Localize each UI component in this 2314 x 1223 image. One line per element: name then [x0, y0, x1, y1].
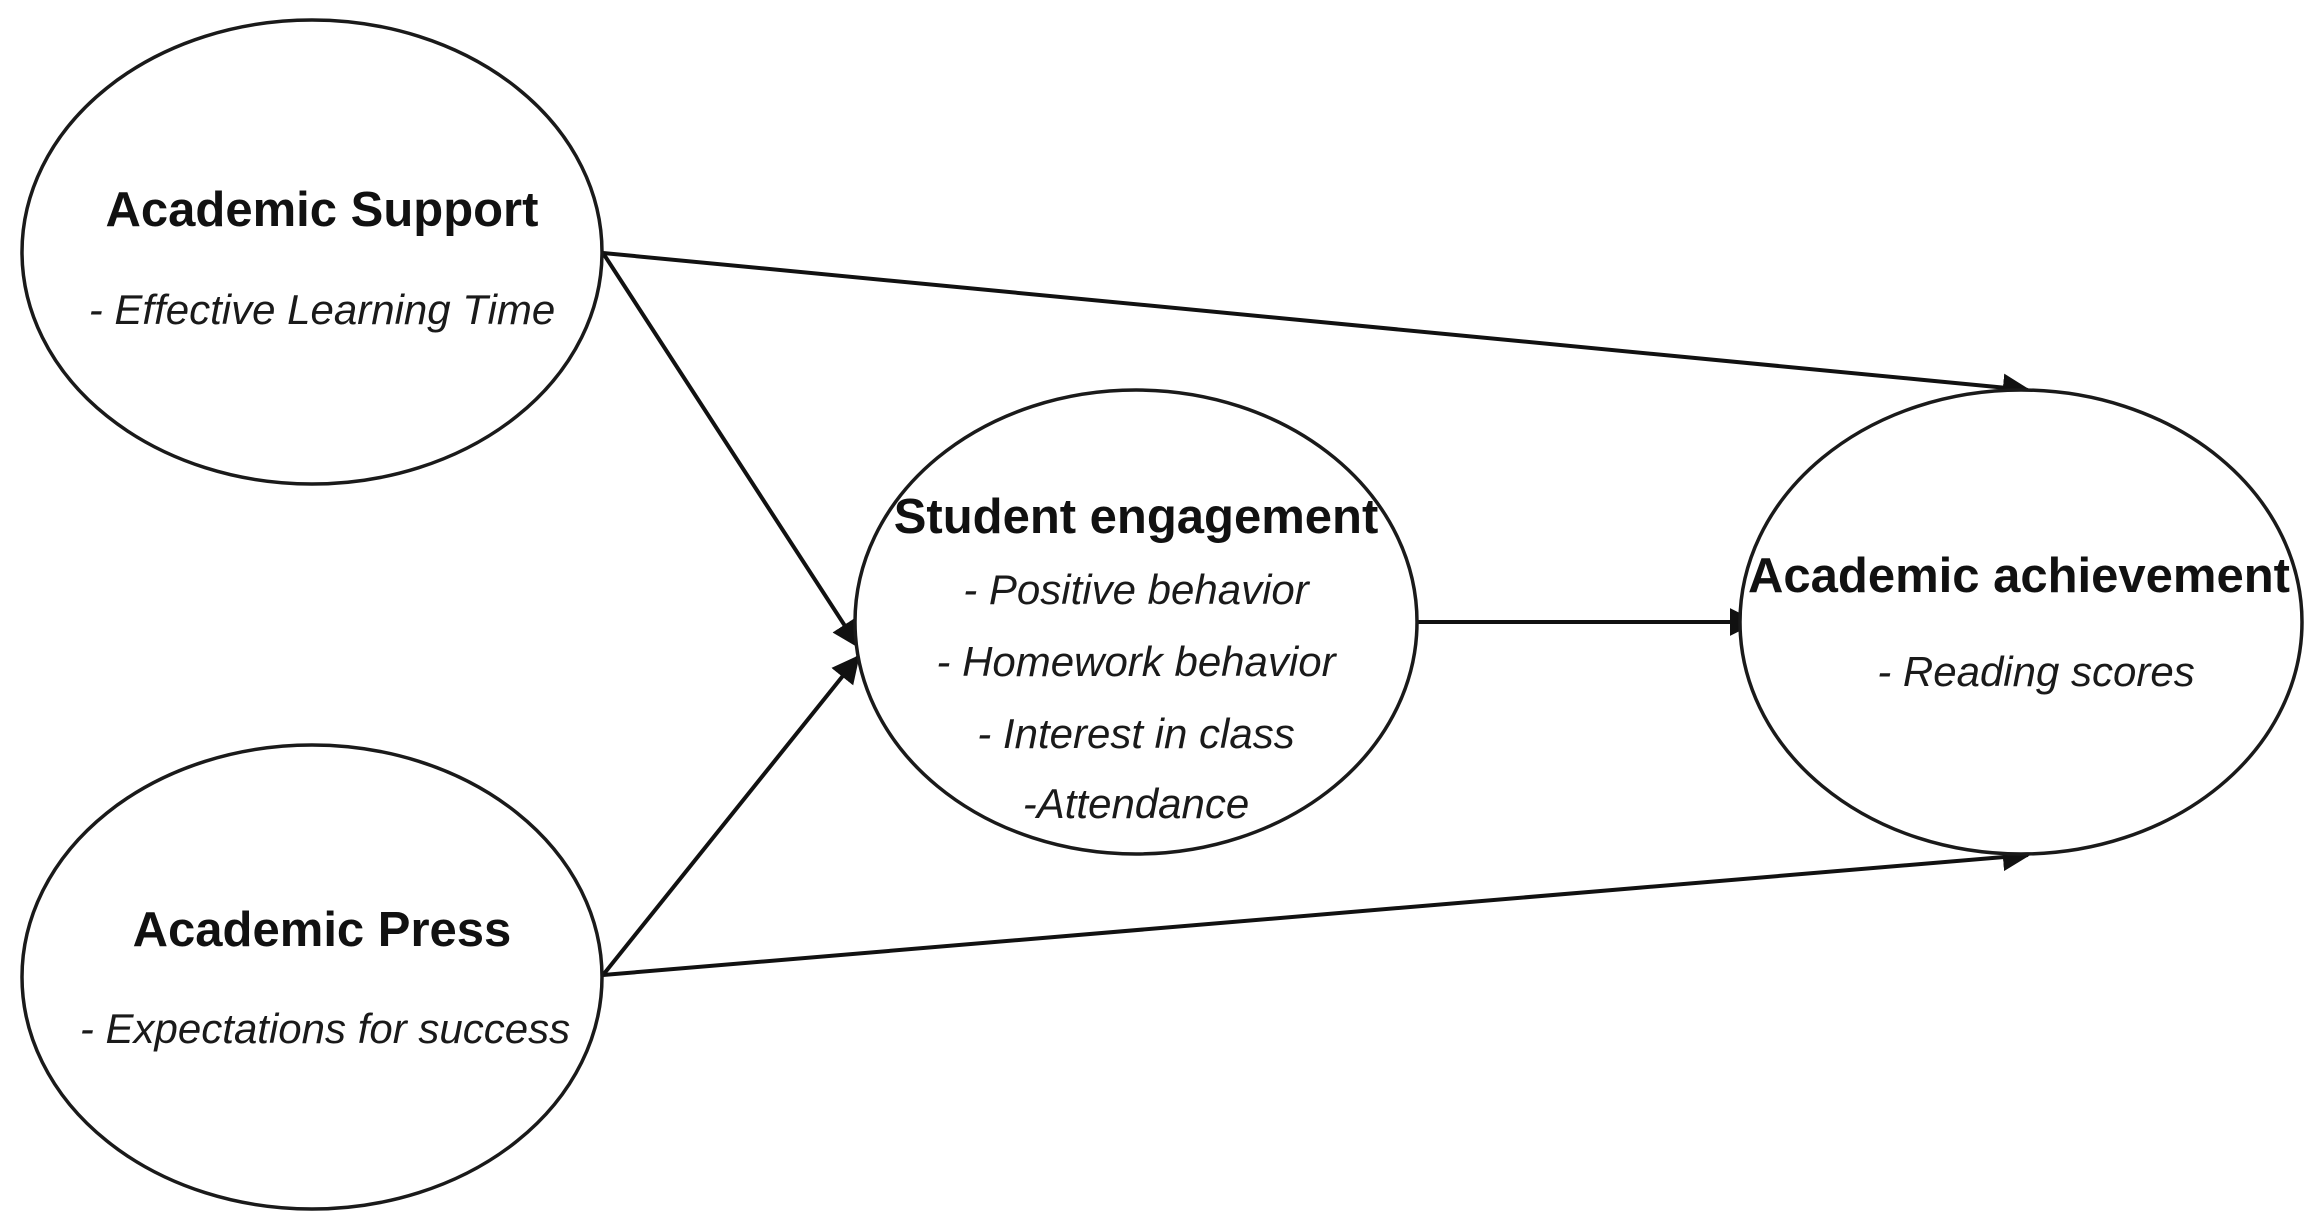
node-academic-support-ellipse [20, 18, 604, 486]
node-student-engagement-title: Student engagement [894, 490, 1379, 544]
node-academic-support: Academic Support - Effective Learning Ti… [20, 18, 604, 486]
node-academic-support-title: Academic Support [106, 183, 539, 237]
node-student-engagement-item-2: - Homework behavior [936, 638, 1337, 685]
node-academic-achievement-title: Academic achievement [1748, 549, 2290, 603]
node-academic-press-title: Academic Press [133, 903, 512, 957]
node-academic-press: Academic Press - Expectations for succes… [20, 743, 604, 1211]
node-student-engagement-item-3: - Interest in class [977, 710, 1294, 757]
node-academic-achievement-item: - Reading scores [1877, 648, 2194, 695]
node-academic-press-item: - Expectations for success [80, 1005, 570, 1052]
edge-support-to-engagement [601, 251, 860, 649]
node-academic-achievement: Academic achievement - Reading scores [1738, 388, 2304, 856]
edge-press-to-achievement [602, 843, 2031, 977]
node-academic-achievement-ellipse [1738, 388, 2304, 856]
node-student-engagement-item-4: -Attendance [1023, 780, 1250, 827]
node-academic-support-item: - Effective Learning Time [89, 286, 556, 333]
node-student-engagement: Student engagement - Positive behavior -… [853, 388, 1419, 856]
edge-press-to-engagement [601, 654, 860, 977]
edge-support-to-achievement [602, 251, 2031, 402]
node-academic-press-ellipse [20, 743, 604, 1211]
node-student-engagement-item-1: - Positive behavior [963, 566, 1311, 613]
node-student-engagement-ellipse [853, 388, 1419, 856]
